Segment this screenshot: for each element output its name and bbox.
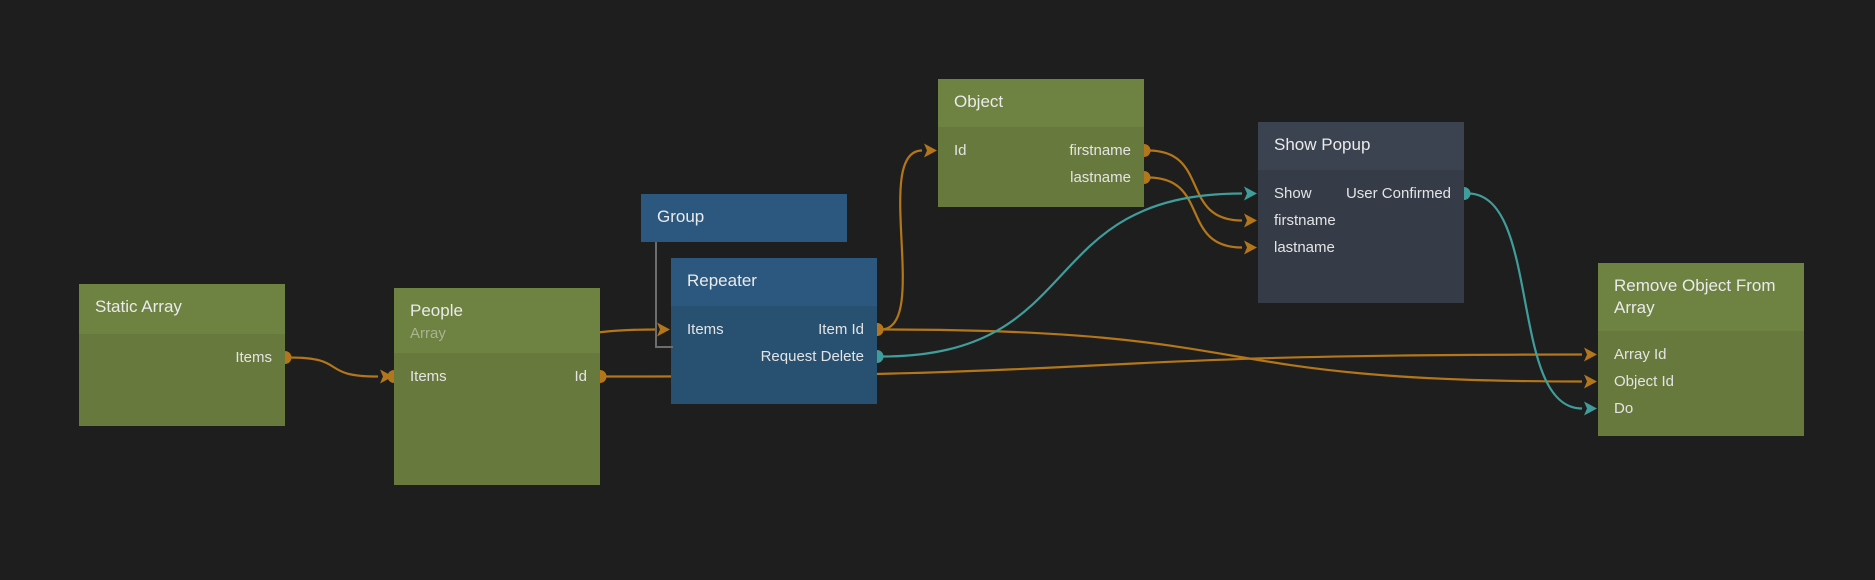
node-header-object[interactable]: Object xyxy=(938,79,1144,127)
port-row: Request Delete xyxy=(671,343,877,370)
output-port-static-array-items[interactable]: Items xyxy=(235,349,272,366)
port-row: Object Id xyxy=(1598,368,1804,395)
node-body-people: Items Id xyxy=(394,353,600,485)
port-row: firstname xyxy=(1258,207,1464,234)
port-arrow xyxy=(1244,186,1257,201)
port-arrow xyxy=(1584,401,1597,416)
port-row: Array Id xyxy=(1598,341,1804,368)
port-row: Id firstname xyxy=(938,137,1144,164)
input-port-people-items[interactable]: Items xyxy=(410,368,447,385)
node-body-object: Id firstname lastname xyxy=(938,127,1144,207)
port-row: Items Item Id xyxy=(671,316,877,343)
output-port-show-popup-user-confirmed[interactable]: User Confirmed xyxy=(1345,185,1451,202)
port-row: Show User Confirmed xyxy=(1258,180,1464,207)
node-header-remove-object-from-array[interactable]: Remove Object From Array xyxy=(1598,263,1804,331)
port-arrow xyxy=(657,322,670,337)
input-port-show-popup-lastname[interactable]: lastname xyxy=(1274,239,1335,256)
input-port-remove-object-from-array-array-id[interactable]: Array Id xyxy=(1614,346,1667,363)
port-arrow xyxy=(1584,374,1597,389)
input-port-remove-object-from-array-do[interactable]: Do xyxy=(1614,400,1634,417)
port-row: Items Id xyxy=(394,363,600,390)
node-body-remove-object-from-array: Array Id Object Id Do xyxy=(1598,331,1804,436)
node-title-group: Group xyxy=(657,207,705,226)
node-group[interactable]: Group xyxy=(641,194,847,242)
connection-wire[interactable] xyxy=(1467,192,1583,410)
node-body-repeater: Items Item Id Request Delete xyxy=(671,306,877,404)
connection-wire[interactable] xyxy=(1147,149,1243,222)
node-title-show-popup: Show Popup xyxy=(1274,135,1371,154)
input-port-object-id[interactable]: Id xyxy=(954,142,967,159)
node-title-remove-object-from-array: Remove Object From Array xyxy=(1614,276,1776,317)
node-header-static-array[interactable]: Static Array xyxy=(79,284,285,334)
port-row: lastname xyxy=(1258,234,1464,261)
node-body-static-array: Items xyxy=(79,334,285,426)
node-title-people: People xyxy=(410,301,463,320)
node-subtitle-people: Array xyxy=(410,325,446,342)
connection-wire[interactable] xyxy=(880,149,923,331)
output-port-people-id[interactable]: Id xyxy=(574,368,587,385)
node-header-repeater[interactable]: Repeater xyxy=(671,258,877,306)
port-arrow xyxy=(1584,347,1597,362)
node-header-group[interactable]: Group xyxy=(641,194,847,242)
connection-wire[interactable] xyxy=(1147,176,1243,249)
node-title-repeater: Repeater xyxy=(687,271,757,290)
output-port-repeater-item-id[interactable]: Item Id xyxy=(818,321,864,338)
port-arrow xyxy=(924,143,937,158)
node-header-show-popup[interactable]: Show Popup xyxy=(1258,122,1464,170)
input-port-show-popup-firstname[interactable]: firstname xyxy=(1274,212,1336,229)
port-row: Do xyxy=(1598,395,1804,422)
output-port-object-lastname[interactable]: lastname xyxy=(1070,169,1131,186)
port-row: Items xyxy=(79,344,285,371)
input-port-remove-object-from-array-object-id[interactable]: Object Id xyxy=(1614,373,1675,390)
node-title-object: Object xyxy=(954,92,1004,111)
port-arrow xyxy=(1244,240,1257,255)
output-port-repeater-request-delete[interactable]: Request Delete xyxy=(760,348,864,365)
connection-wire[interactable] xyxy=(288,356,379,378)
input-port-repeater-items[interactable]: Items xyxy=(687,321,724,338)
output-port-object-firstname[interactable]: firstname xyxy=(1069,142,1131,159)
node-title-static-array: Static Array xyxy=(95,297,182,316)
port-arrow xyxy=(1244,213,1257,228)
connection-wire[interactable] xyxy=(880,328,1583,383)
port-arrow xyxy=(380,369,393,384)
input-port-show-popup-show[interactable]: Show xyxy=(1274,185,1312,202)
port-row: lastname xyxy=(938,164,1144,191)
node-body-show-popup: Show User Confirmed firstname lastname xyxy=(1258,170,1464,303)
connection-wire[interactable] xyxy=(880,192,1243,358)
